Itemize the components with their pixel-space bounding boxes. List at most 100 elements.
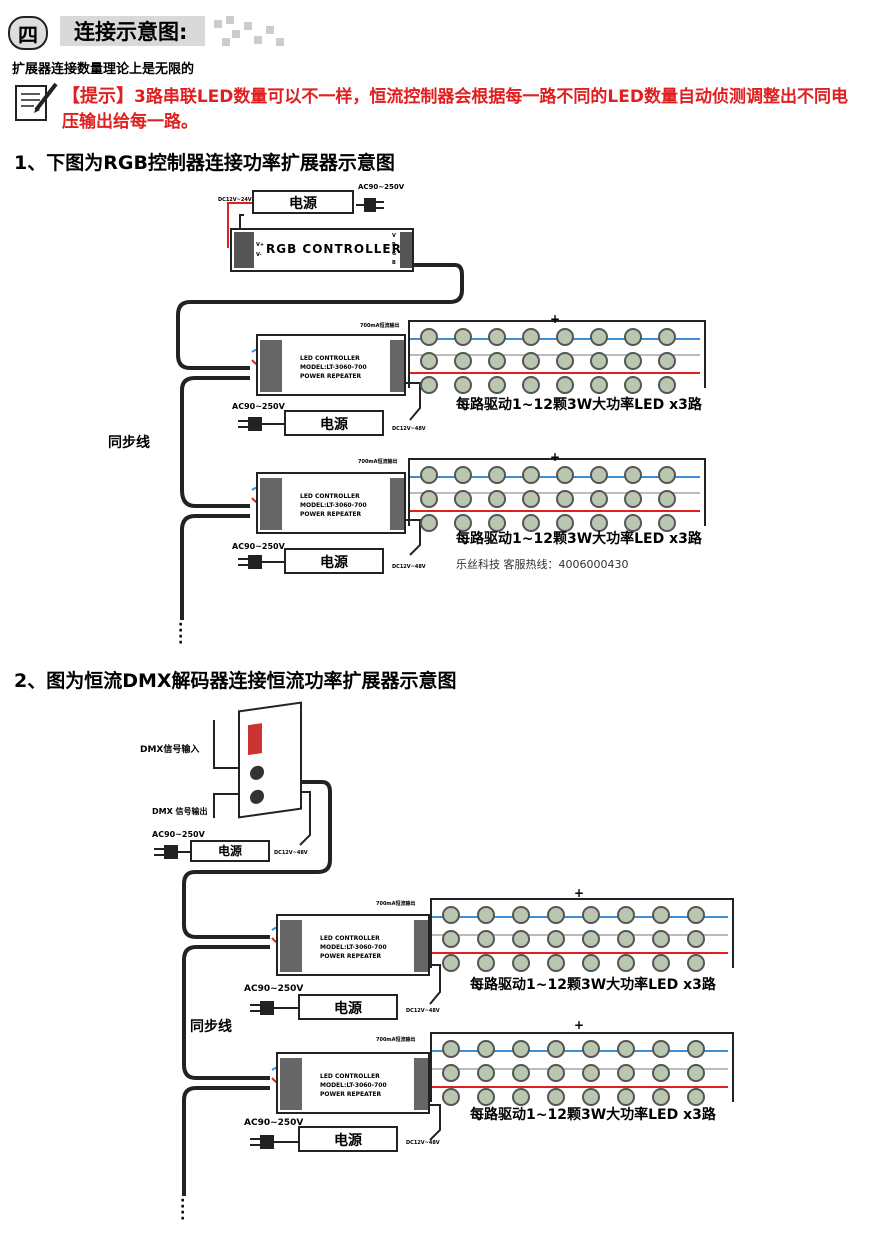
constant-current-label: 700mA恒流输出 — [360, 323, 400, 329]
repeater-line-1: LED CONTROLLER — [320, 1073, 380, 1080]
led-chip-icon — [454, 328, 472, 346]
led-chip-icon — [582, 1040, 600, 1058]
repeater-in-terminal — [280, 920, 302, 972]
led-chip-icon — [652, 930, 670, 948]
led-array-d2-2 — [430, 1032, 734, 1102]
power-repeater-2: LED CONTROLLER MODEL:LT-3060-700 POWER R… — [256, 472, 406, 534]
plus-sign: + — [574, 1018, 585, 1032]
led-row-green — [410, 492, 700, 494]
ac-label: AC90~250V — [152, 830, 205, 839]
led-chip-icon — [617, 1064, 635, 1082]
power-plug-icon — [154, 845, 194, 859]
repeater-line-1: LED CONTROLLER — [300, 355, 360, 362]
led-chip-icon — [522, 376, 540, 394]
led-row-red — [410, 510, 700, 512]
led-chip-icon — [556, 514, 574, 532]
constant-current-label: 700mA恒流输出 — [376, 901, 416, 907]
led-chip-icon — [590, 328, 608, 346]
led-array-2 — [408, 458, 706, 526]
led-chip-icon — [442, 1040, 460, 1058]
led-chip-icon — [658, 490, 676, 508]
power-supply-label: 电源 — [320, 555, 348, 571]
led-chip-icon — [477, 906, 495, 924]
repeater-line-3: POWER REPEATER — [300, 511, 362, 518]
led-chip-icon — [556, 466, 574, 484]
dmx-output-label: DMX 信号输出 — [152, 807, 208, 816]
repeater-line-3: POWER REPEATER — [320, 1091, 382, 1098]
plus-sign: + — [574, 886, 585, 900]
repeater-text: LED CONTROLLER MODEL:LT-3060-700 POWER R… — [320, 1072, 387, 1099]
led-chip-icon — [617, 906, 635, 924]
repeater-line-2: MODEL:LT-3060-700 — [320, 944, 387, 951]
led-chip-icon — [420, 376, 438, 394]
constant-current-label: 700mA恒流输出 — [376, 1037, 416, 1043]
led-chips-d2-1 — [442, 906, 722, 972]
repeater-line-2: MODEL:LT-3060-700 — [300, 502, 367, 509]
power-repeater-d2-1: LED CONTROLLER MODEL:LT-3060-700 POWER R… — [276, 914, 430, 976]
led-chip-icon — [652, 906, 670, 924]
power-supply-d2-3: 电源 — [298, 1126, 398, 1152]
dc-label: DC12V~48V — [406, 1140, 440, 1146]
ac-label-d2-3: AC90~250V — [244, 1118, 304, 1128]
power-supply-label: 电源 — [334, 1133, 362, 1149]
section-title: 连接示意图: — [60, 16, 205, 46]
dc-label: DC12V~48V — [274, 850, 308, 856]
ac-label-2: AC90~250V — [232, 402, 285, 411]
continuation-dots: ···· — [180, 1193, 186, 1227]
drive-label-d2-2: 每路驱动1~12颗3W大功率LED x3路 — [470, 1107, 716, 1123]
drive-label-1: 每路驱动1~12颗3W大功率LED x3路 — [456, 397, 702, 413]
led-chip-icon — [652, 1040, 670, 1058]
power-supply-2: 电源 — [284, 410, 384, 436]
led-chip-icon — [624, 466, 642, 484]
power-supply-d2-1: 电源 — [190, 840, 270, 862]
led-chips-1 — [420, 328, 692, 394]
led-chip-icon — [522, 490, 540, 508]
continuation-dots: ···· — [178, 617, 184, 651]
led-chip-icon — [582, 906, 600, 924]
led-array-1 — [408, 320, 706, 388]
led-row-green — [432, 934, 728, 936]
led-chip-icon — [512, 1064, 530, 1082]
led-chip-icon — [477, 1064, 495, 1082]
led-chip-icon — [522, 328, 540, 346]
led-row-green — [432, 1068, 728, 1070]
led-chip-icon — [658, 514, 676, 532]
led-chip-icon — [522, 466, 540, 484]
dc-label: DC12V~48V — [392, 564, 426, 570]
led-chip-icon — [652, 1088, 670, 1106]
led-chip-icon — [454, 352, 472, 370]
controller-out-g: G — [392, 251, 397, 257]
led-chip-icon — [442, 954, 460, 972]
led-chip-icon — [442, 930, 460, 948]
repeater-line-1: LED CONTROLLER — [300, 493, 360, 500]
led-chip-icon — [547, 930, 565, 948]
led-chip-icon — [687, 1040, 705, 1058]
ac-label-3: AC90~250V — [232, 542, 285, 551]
diagram2-title: 2、图为恒流DMX解码器连接恒流功率扩展器示意图 — [14, 670, 457, 692]
plus-sign: + — [550, 450, 561, 464]
led-chip-icon — [477, 954, 495, 972]
led-chip-icon — [547, 1064, 565, 1082]
led-chip-icon — [454, 514, 472, 532]
led-chip-icon — [590, 466, 608, 484]
drive-label-2: 每路驱动1~12颗3W大功率LED x3路 — [456, 531, 702, 547]
led-chip-icon — [454, 376, 472, 394]
controller-in-v-minus: V- — [256, 252, 262, 258]
repeater-text: LED CONTROLLER MODEL:LT-3060-700 POWER R… — [300, 492, 367, 519]
led-chip-icon — [617, 930, 635, 948]
led-chip-icon — [590, 514, 608, 532]
led-chip-icon — [556, 328, 574, 346]
controller-out-v: V — [392, 233, 396, 239]
hint-text: 【提示】3路串联LED数量可以不一样，恒流控制器会根据每一路不同的LED数量自动… — [62, 84, 862, 135]
led-row-red — [432, 1086, 728, 1088]
repeater-line-3: POWER REPEATER — [320, 953, 382, 960]
led-chip-icon — [420, 466, 438, 484]
hint-lead: 【提示】 — [62, 86, 134, 107]
constant-current-label: 700mA恒流输出 — [358, 459, 398, 465]
led-chip-icon — [687, 930, 705, 948]
power-supply-label: 电源 — [334, 1001, 362, 1017]
controller-out-labels: V R G B — [392, 232, 396, 268]
repeater-text: LED CONTROLLER MODEL:LT-3060-700 POWER R… — [300, 354, 367, 381]
repeater-out-terminal — [390, 478, 404, 530]
controller-in-labels: V+ V- — [256, 240, 264, 260]
